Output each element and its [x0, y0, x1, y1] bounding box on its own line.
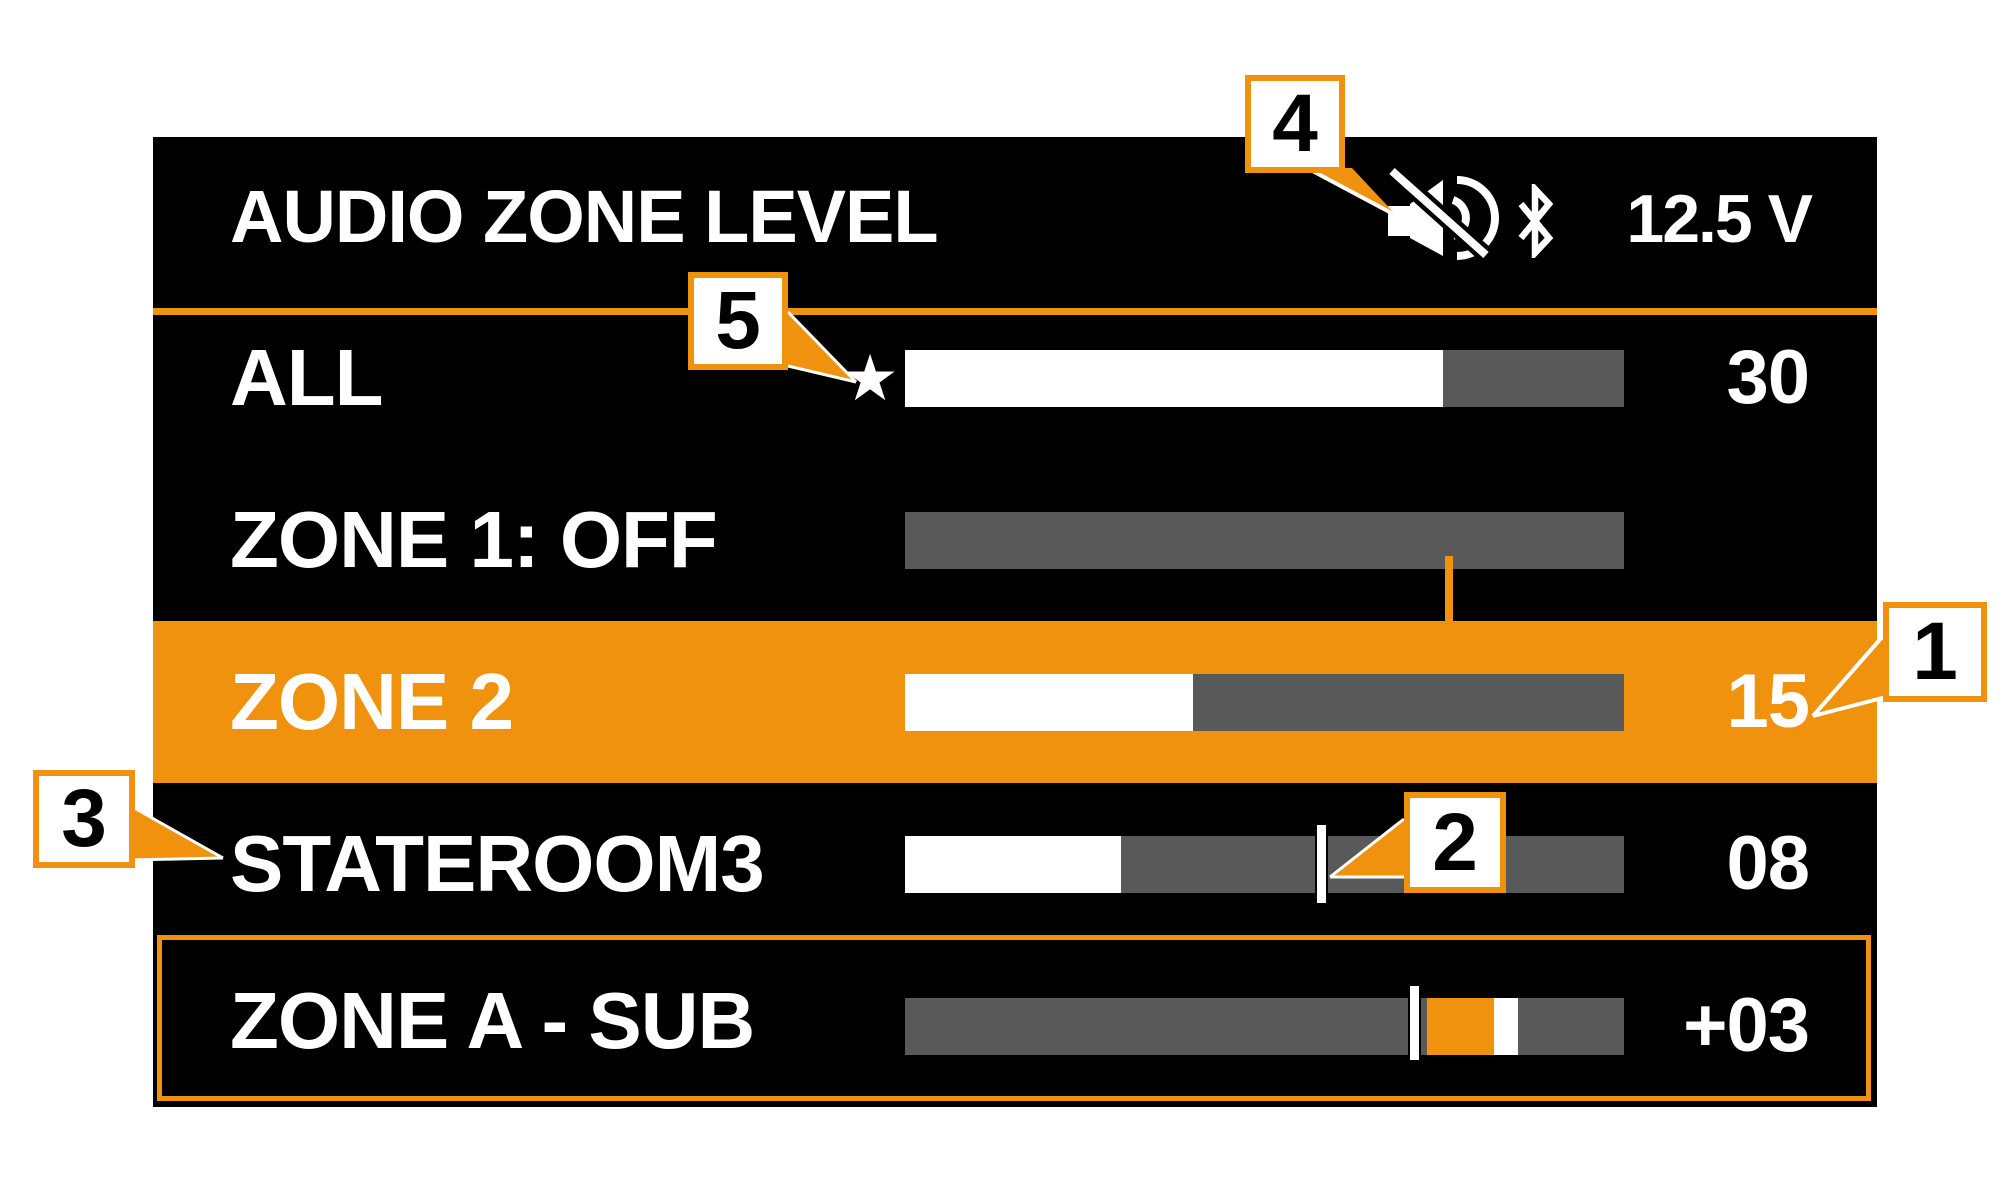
mute-icon	[1386, 164, 1499, 262]
screen-title: AUDIO ZONE LEVEL	[230, 175, 939, 258]
volume-slider-stateroom3[interactable]	[905, 836, 1624, 893]
zone-label: STATEROOM3	[230, 819, 765, 908]
volume-slider-zone1[interactable]	[905, 512, 1624, 569]
zone-row-zone-a-sub[interactable]: ZONE A - SUB +03	[153, 945, 1877, 1107]
callout-4-badge: 4	[1245, 75, 1345, 173]
zone-label: ZONE 1: OFF	[230, 495, 718, 584]
sub-level-value: +03	[1683, 983, 1810, 1068]
zone-label: ZONE 2	[230, 657, 514, 746]
slider-fill	[905, 350, 1443, 407]
volume-value: 08	[1726, 821, 1810, 906]
zone-row-all[interactable]: ALL ★ 30	[153, 297, 1877, 459]
volume-slider-all[interactable]	[905, 350, 1624, 407]
bluetooth-icon	[1518, 184, 1554, 258]
favorite-star-icon: ★	[841, 342, 899, 416]
volume-slider-zone2[interactable]	[905, 674, 1624, 731]
zone-row-zone2[interactable]: ZONE 2 15	[153, 621, 1877, 783]
slider-fill	[905, 836, 1121, 893]
zone-row-stateroom3[interactable]: STATEROOM3 08	[153, 783, 1877, 945]
callout-5-badge: 5	[688, 272, 788, 370]
callout-1-badge: 1	[1883, 602, 1987, 702]
battery-voltage: 12.5 V	[1626, 181, 1813, 257]
audio-zone-level-screen: AUDIO ZONE LEVEL 12.5 V ALL ★ 30 ZONE 1:…	[153, 137, 1877, 1107]
callout-3-badge: 3	[33, 770, 135, 868]
zone1-level-marker	[1445, 556, 1453, 621]
zone-label: ALL	[230, 333, 384, 422]
slider-fill	[905, 674, 1194, 731]
volume-value: 30	[1726, 335, 1810, 420]
zone-row-zone1[interactable]: ZONE 1: OFF	[153, 459, 1877, 621]
volume-value: 15	[1726, 659, 1810, 744]
sub-level-fill	[1427, 998, 1494, 1055]
zone-label: ZONE A - SUB	[230, 976, 755, 1065]
callout-2-badge: 2	[1404, 792, 1506, 893]
header-divider	[153, 308, 1877, 315]
sub-row-highlight-outline	[157, 935, 1871, 1101]
sub-center-marker	[1408, 986, 1421, 1060]
stateroom3-level-marker	[1315, 825, 1328, 903]
sub-level-handle[interactable]	[1494, 998, 1518, 1055]
